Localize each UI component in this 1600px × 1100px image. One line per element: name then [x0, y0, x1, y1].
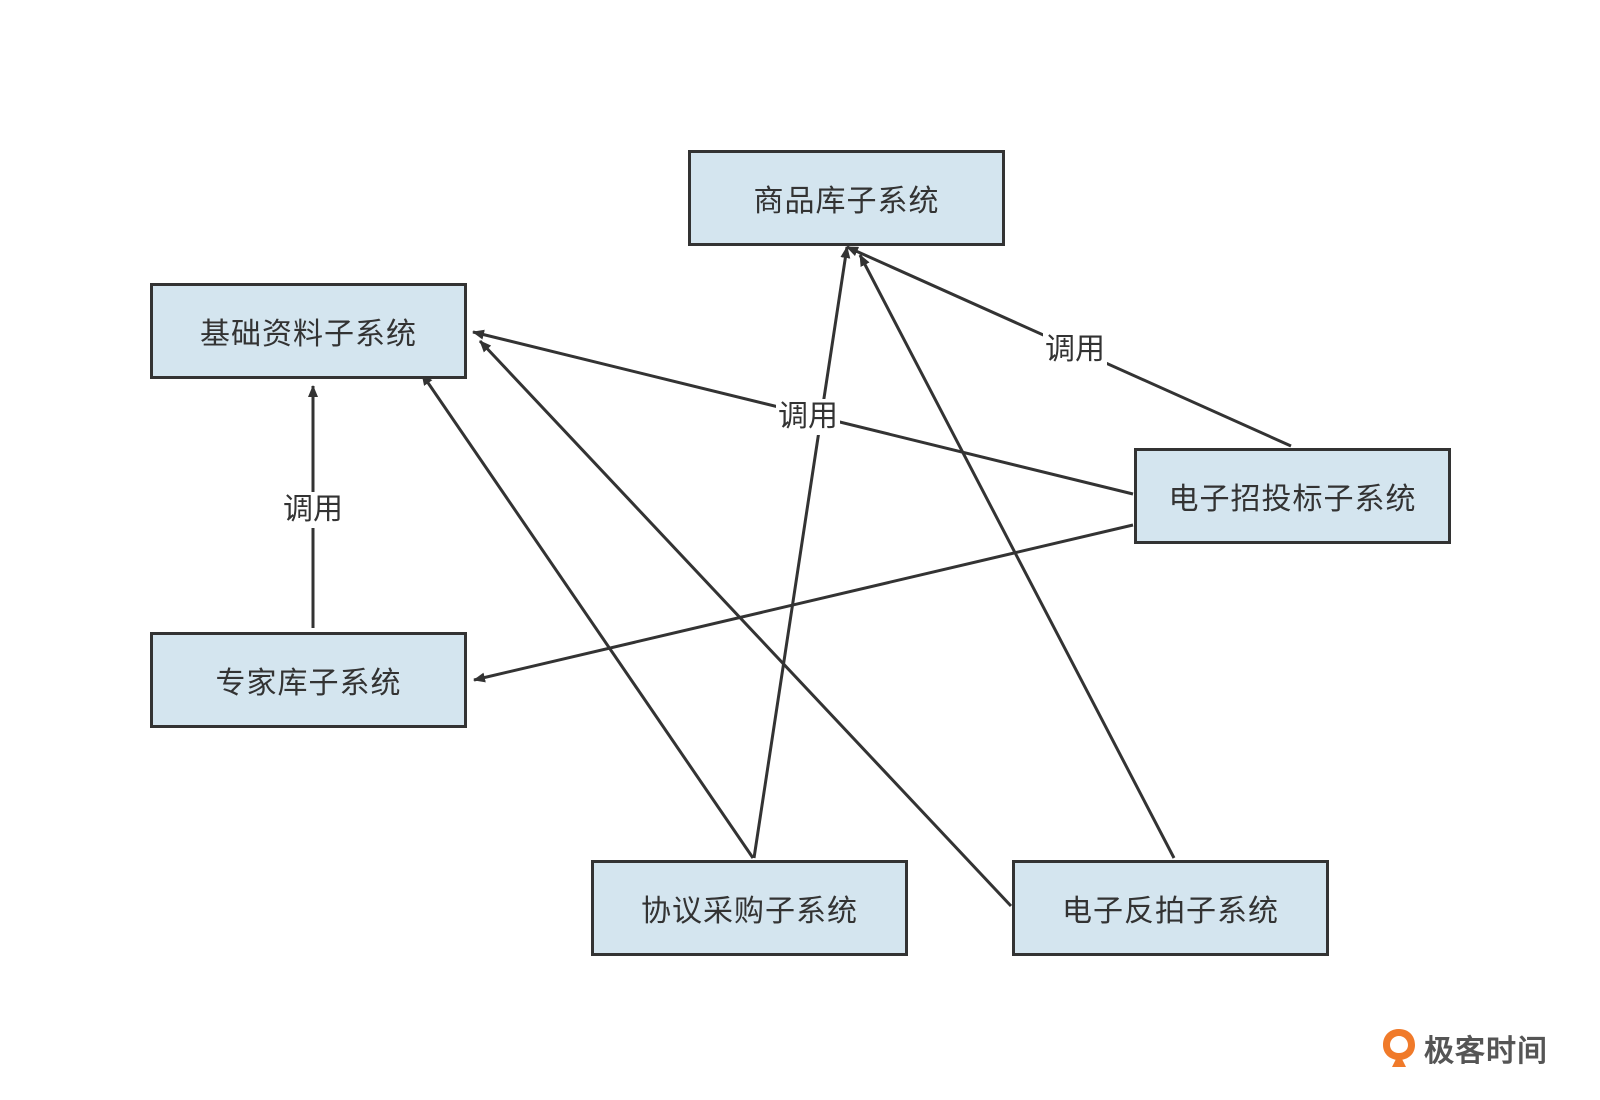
node-goods-label: 商品库子系统 — [753, 184, 940, 219]
node-protocol-label: 协议采购子系统 — [641, 894, 858, 929]
node-auction-label: 电子反拍子系统 — [1062, 894, 1279, 929]
edge-bidding-to-expert — [473, 523, 1134, 683]
edge-protocol-to-base — [420, 373, 755, 859]
edge-label-bidding-base: 调用 — [776, 399, 840, 435]
node-base-subsystem[interactable]: 基础资料子系统 — [150, 283, 467, 379]
edge-auction-to-goods — [858, 254, 1176, 859]
brand-logo: 极客时间 — [1380, 1026, 1548, 1070]
geektime-logo-icon — [1383, 1029, 1415, 1067]
node-expert-subsystem[interactable]: 专家库子系统 — [150, 632, 467, 728]
edge-label-bidding-goods: 调用 — [1043, 332, 1107, 368]
node-protocol-subsystem[interactable]: 协议采购子系统 — [591, 860, 908, 956]
edge-auction-to-base — [478, 339, 1013, 908]
node-auction-subsystem[interactable]: 电子反拍子系统 — [1012, 860, 1329, 956]
node-bidding-subsystem[interactable]: 电子招投标子系统 — [1134, 448, 1451, 544]
node-goods-subsystem[interactable]: 商品库子系统 — [688, 150, 1005, 246]
node-expert-label: 专家库子系统 — [215, 666, 402, 701]
edge-label-expert-base: 调用 — [281, 492, 345, 528]
edge-protocol-to-goods — [752, 246, 851, 859]
node-bidding-label: 电子招投标子系统 — [1168, 482, 1417, 517]
node-base-label: 基础资料子系统 — [200, 317, 417, 352]
logo-text: 极客时间 — [1424, 1034, 1548, 1069]
